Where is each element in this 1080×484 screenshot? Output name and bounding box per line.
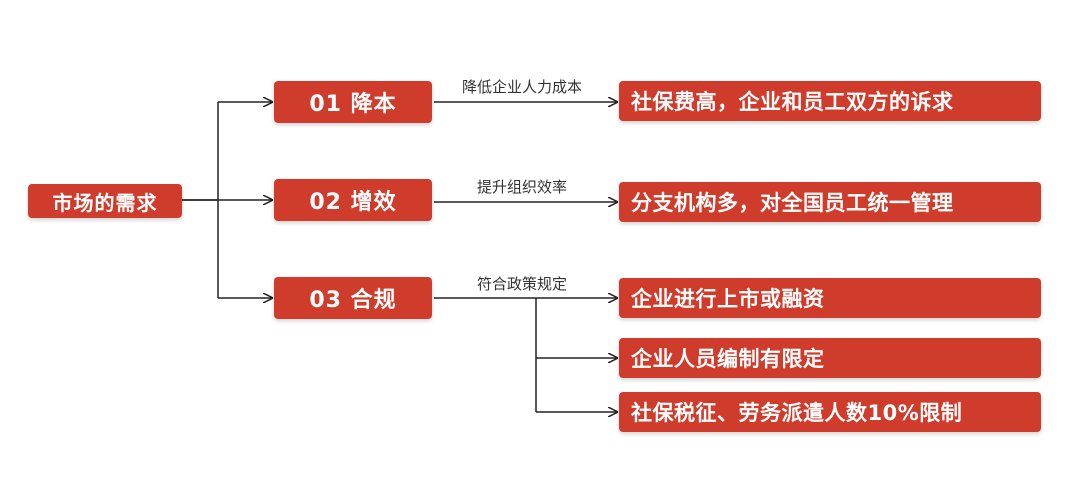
edge-label-efficiency: 提升组织效率 — [476, 178, 567, 196]
branch-node-compliance: 03 合规 — [274, 277, 432, 319]
branch-node-cost: 01 降本 — [274, 81, 432, 123]
leaf-node-cost-1: 社保费高，企业和员工双方的诉求 — [619, 81, 1041, 121]
leaf-node-compliance-2: 企业人员编制有限定 — [619, 338, 1041, 378]
root-node: 市场的需求 — [28, 184, 182, 218]
edge-label-cost: 降低企业人力成本 — [461, 78, 582, 96]
edge-label-compliance: 符合政策规定 — [476, 275, 567, 293]
leaf-node-compliance-3: 社保税征、劳务派遣人数10%限制 — [619, 392, 1041, 432]
branch-node-efficiency: 02 增效 — [274, 179, 432, 221]
leaf-node-compliance-1: 企业进行上市或融资 — [619, 278, 1041, 318]
leaf-node-efficiency-1: 分支机构多，对全国员工统一管理 — [619, 182, 1041, 222]
